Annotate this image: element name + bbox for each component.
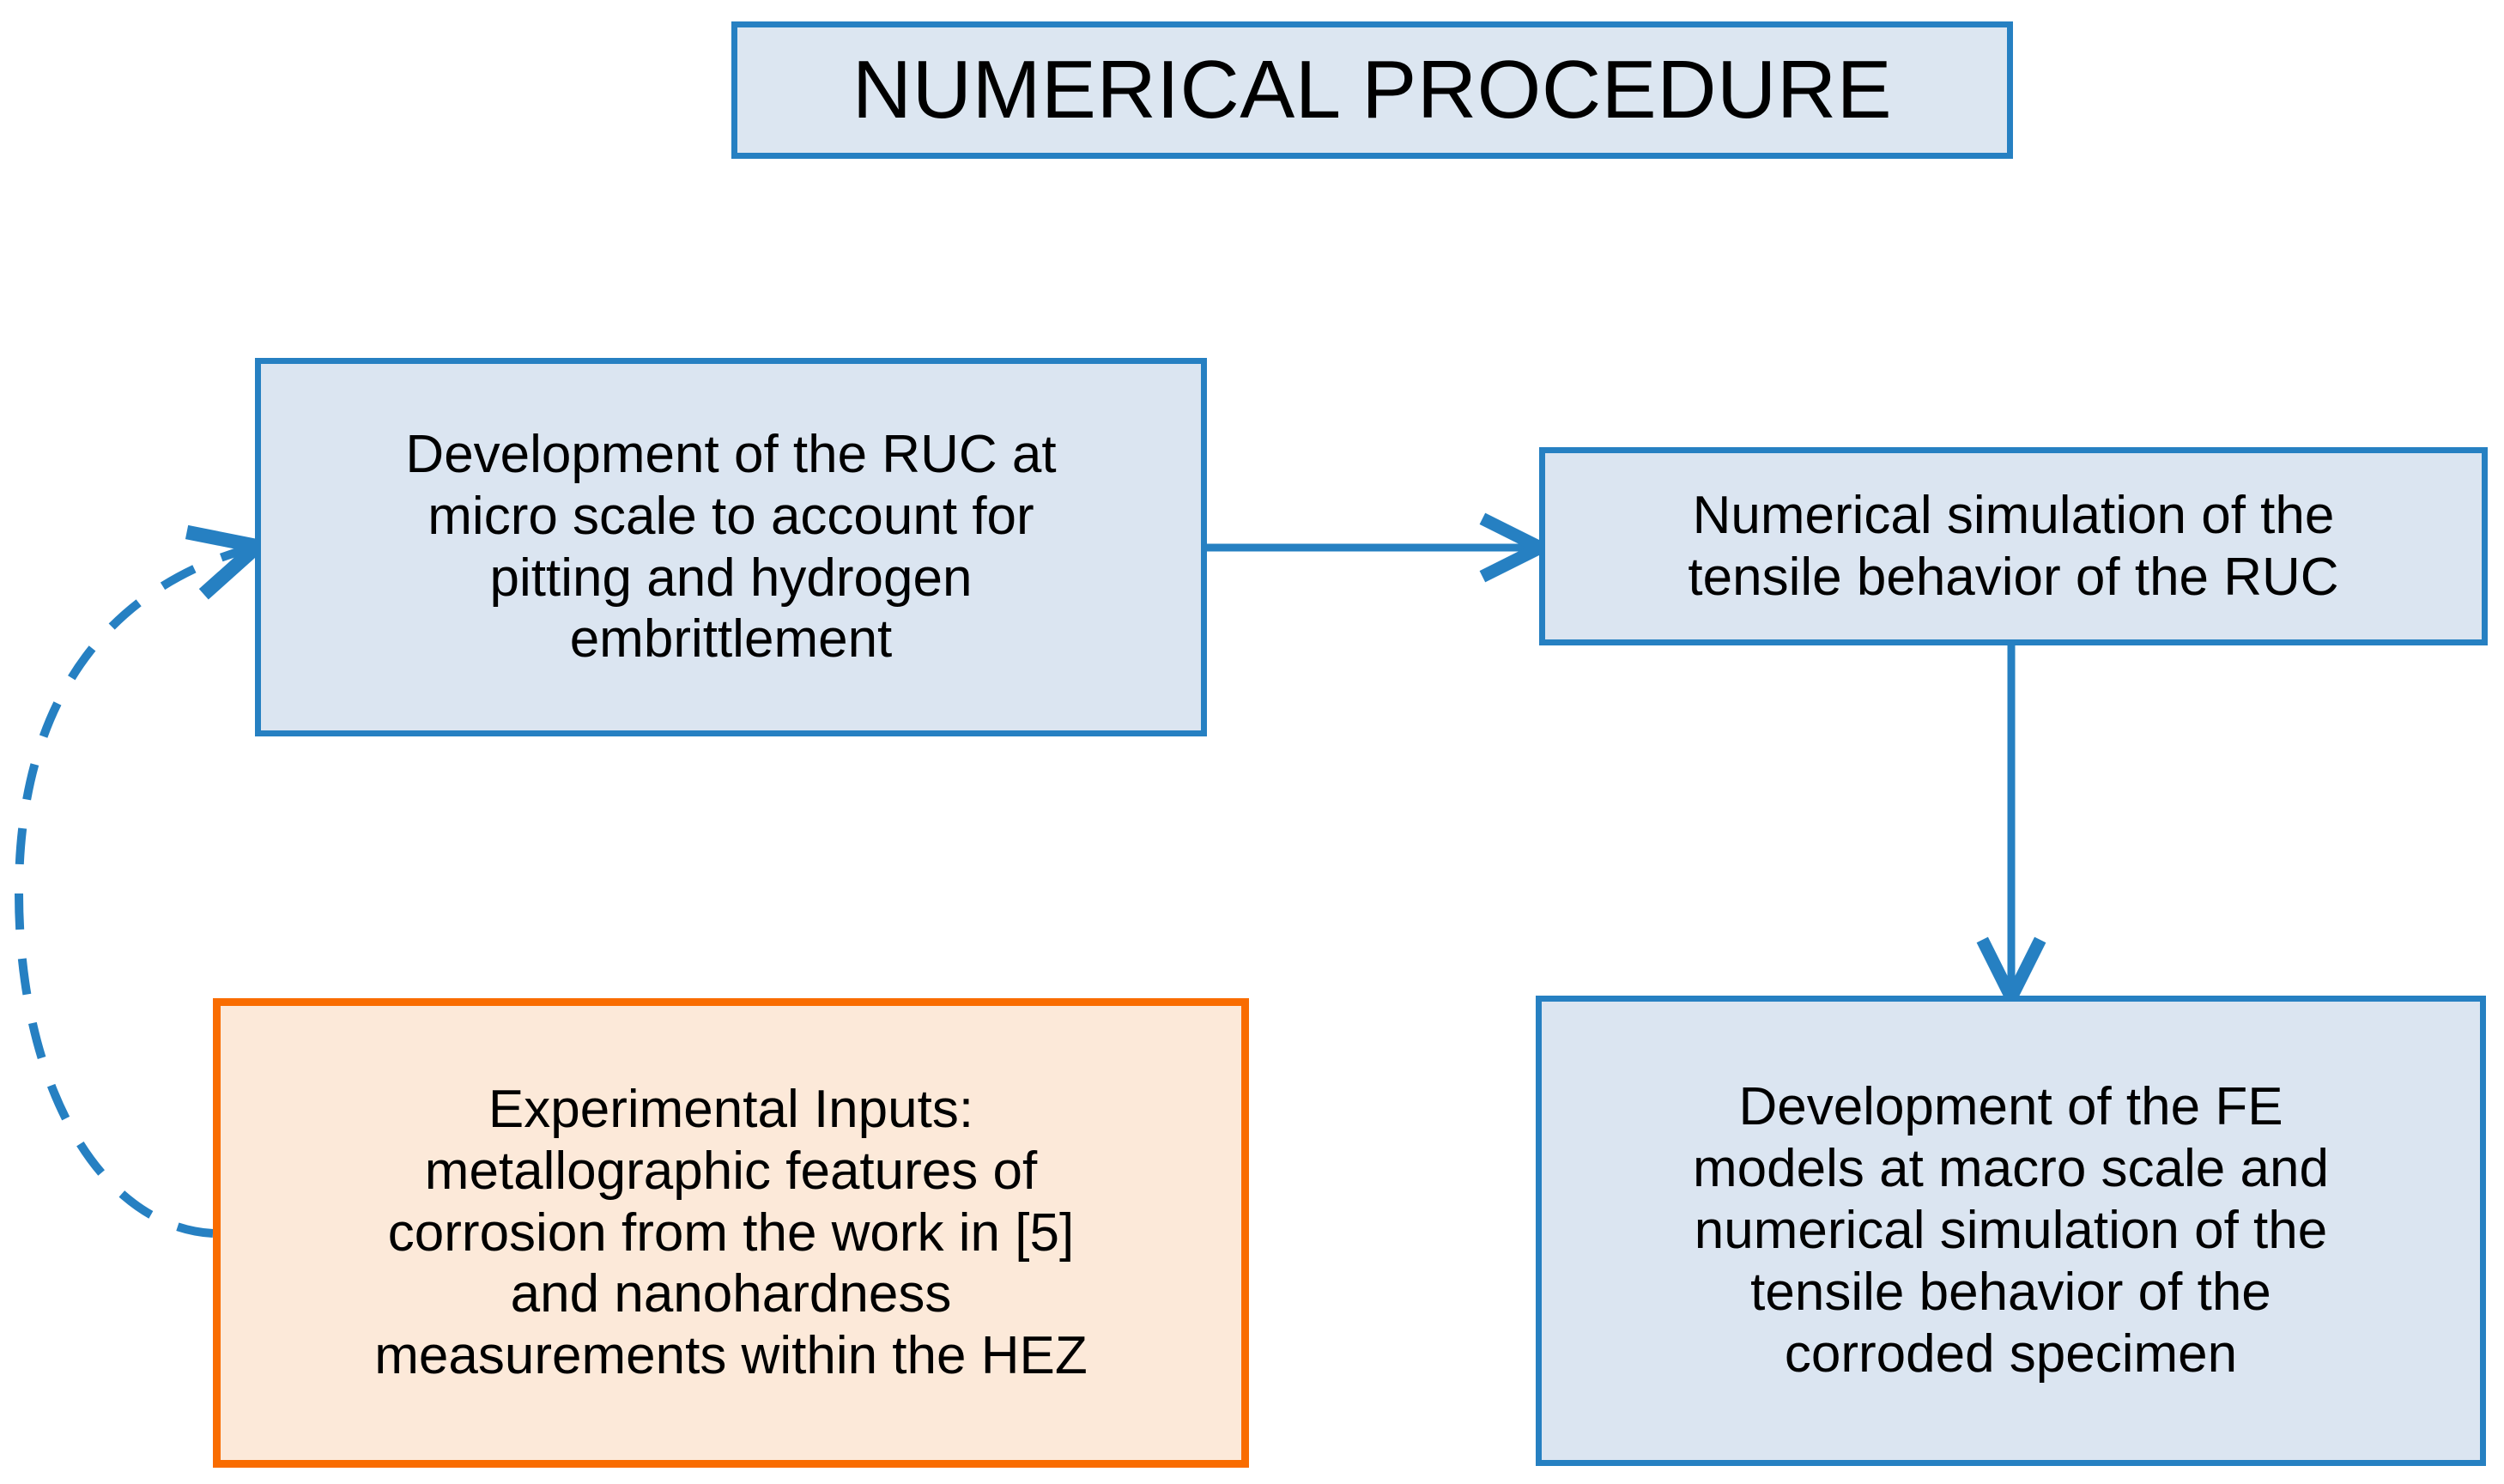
node-ruc-simulation[interactable]: Numerical simulation of the tensile beha… <box>1539 447 2488 645</box>
node-ruc-development[interactable]: Development of the RUC at micro scale to… <box>255 358 1207 736</box>
page-title: NUMERICAL PROCEDURE <box>731 21 2013 159</box>
node-experimental-inputs[interactable]: Experimental Inputs: metallographic feat… <box>213 998 1249 1468</box>
node-fe-models[interactable]: Development of the FE models at macro sc… <box>1536 996 2486 1466</box>
